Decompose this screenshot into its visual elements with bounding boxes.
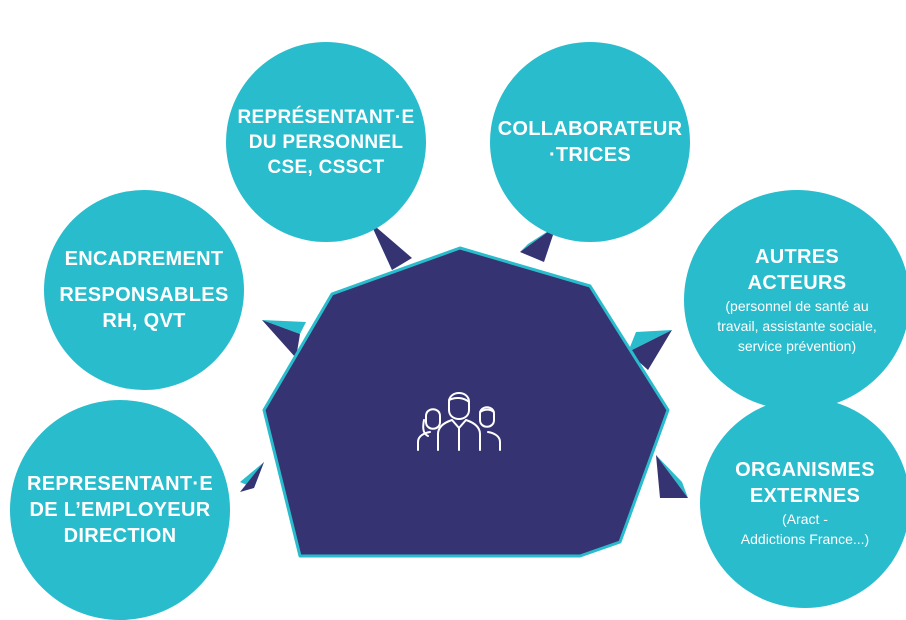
node-title-line: ORGANISMES — [735, 459, 875, 481]
node-label-line: RESPONSABLES — [59, 284, 229, 306]
node-label-line: ENCADREMENT — [64, 248, 224, 270]
node-detail-line: travail, assistante sociale, — [717, 318, 877, 334]
central-hub-shape — [262, 246, 670, 558]
spike-top-left — [370, 222, 412, 270]
node-autres-acteurs: AUTRES ACTEURS (personnel de santé au tr… — [684, 190, 906, 410]
node-label-line: COLLABORATEUR — [497, 118, 683, 140]
node-label-line: REPRESENTANT·E — [26, 473, 214, 495]
node-title-line: AUTRES — [754, 246, 840, 268]
node-representant-personnel: REPRÉSENTANT·E DU PERSONNEL CSE, CSSCT — [226, 42, 426, 242]
node-label-line: DIRECTION — [63, 525, 177, 547]
node-label-line: ·TRICES — [548, 144, 632, 166]
node-representant-employeur: REPRESENTANT·E DE L’EMPLOYEUR DIRECTION — [10, 400, 230, 620]
node-detail-line: Addictions France...) — [740, 531, 870, 547]
node-label-line: DE L’EMPLOYEUR — [29, 499, 211, 521]
spike-right — [628, 330, 672, 370]
node-title-line: EXTERNES — [749, 485, 861, 507]
node-detail-line: service prévention) — [737, 338, 857, 354]
node-label-line: DU PERSONNEL — [248, 131, 404, 153]
spike-bottom-right — [656, 455, 688, 498]
node-label-line: RH, QVT — [102, 310, 186, 332]
group-of-people-icon — [417, 392, 501, 451]
spike-left — [262, 320, 306, 358]
node-title-line: ACTEURS — [747, 272, 847, 294]
node-label-line: REPRÉSENTANT·E — [237, 106, 415, 128]
node-organismes-externes: ORGANISMES EXTERNES (Aract - Addictions … — [700, 398, 906, 608]
node-label-line: CSE, CSSCT — [267, 156, 385, 178]
node-detail-line: (Aract - — [782, 511, 828, 527]
spike-bottom-left — [240, 462, 264, 492]
node-collaborateurs: COLLABORATEUR ·TRICES — [490, 42, 690, 242]
node-encadrement: ENCADREMENT RESPONSABLES RH, QVT — [44, 190, 244, 390]
node-detail-line: (personnel de santé au — [725, 298, 869, 314]
